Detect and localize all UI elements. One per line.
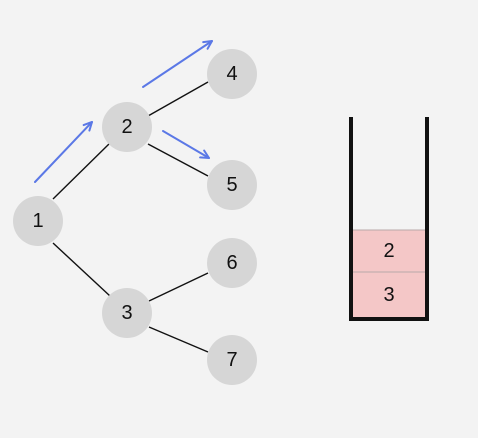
edge-2-4 <box>147 81 209 117</box>
arrow-2-to-5 <box>162 130 210 159</box>
tree-node-7: 7 <box>207 335 257 385</box>
edge-1-3 <box>52 242 111 297</box>
node-label-4: 4 <box>226 63 237 85</box>
node-label-2: 2 <box>121 116 132 138</box>
arrow-1-to-2 <box>34 121 93 183</box>
stack-item-label-bottom: 3 <box>383 284 394 306</box>
stack-cell-bottom <box>351 271 427 319</box>
arrow-2-to-4 <box>142 40 213 88</box>
node-label-1: 1 <box>32 210 43 232</box>
edge-2-5 <box>147 143 209 177</box>
stack: 2 3 <box>349 117 429 321</box>
node-label-7: 7 <box>226 349 237 371</box>
node-label-3: 3 <box>121 302 132 324</box>
tree-node-5: 5 <box>207 160 257 210</box>
traversal-arrows <box>34 40 213 183</box>
edge-3-7 <box>148 326 209 353</box>
tree-node-3: 3 <box>102 288 152 338</box>
stack-container-walls <box>349 117 429 321</box>
edge-1-2 <box>52 142 111 200</box>
tree-node-6: 6 <box>207 238 257 288</box>
node-label-6: 6 <box>226 252 237 274</box>
tree-nodes: 1 2 3 4 5 6 7 <box>13 49 257 385</box>
node-label-5: 5 <box>226 174 237 196</box>
tree-node-1: 1 <box>13 196 63 246</box>
stack-cell-top <box>351 229 427 273</box>
tree-node-4: 4 <box>207 49 257 99</box>
tree-edges <box>52 81 209 353</box>
edge-3-6 <box>148 272 209 302</box>
tree-node-2: 2 <box>102 102 152 152</box>
stack-item-label-top: 2 <box>383 240 394 262</box>
